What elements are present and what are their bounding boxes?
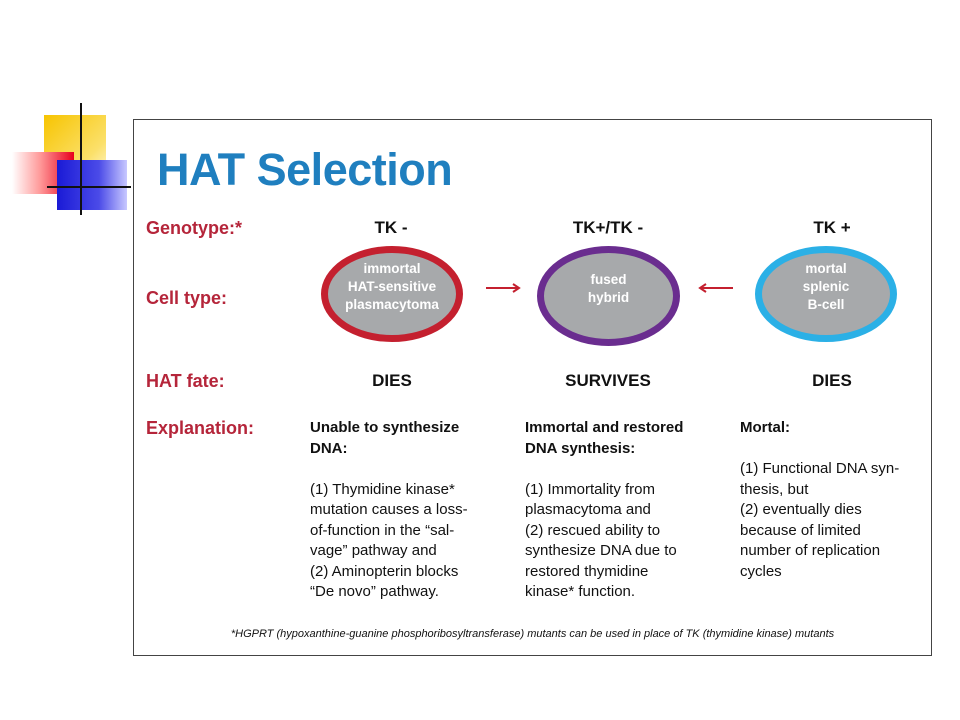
cell-left-line-2: HAT-sensitive (347, 279, 437, 294)
explanation-label: Explanation: (146, 418, 255, 438)
explanation-middle-head: Immortal and restored DNA synthesis: (525, 419, 684, 457)
explanation-middle-line: plasmacytoma and (525, 501, 651, 518)
explanation-middle-line: (2) rescued ability to (525, 521, 661, 539)
genotype-left: TK - (374, 218, 408, 237)
hat-fate-label: HAT fate: (146, 371, 225, 391)
arrow-left-icon (698, 283, 733, 293)
decor-vertical-line (80, 103, 82, 215)
explanation-middle-line: kinase* function. (525, 583, 636, 600)
explanation-middle: Immortal and restored DNA synthesis: (1)… (525, 418, 725, 603)
cell-right-line-1: mortal (805, 261, 847, 276)
explanation-left: Unable to synthesize DNA: (1) Thymidine … (310, 418, 510, 603)
cell-right-line-2: splenic (802, 279, 850, 294)
explanation-right-line: (2) eventually dies (740, 501, 862, 518)
cell-middle-line-2: hybrid (587, 290, 630, 305)
explanation-right-line: cycles (740, 562, 782, 580)
cell-type-label: Cell type: (146, 288, 228, 308)
hat-selection-figure: HAT Selection Genotype:* Cell type: HAT … (133, 119, 932, 656)
cell-right-line-3: B-cell (807, 297, 845, 312)
fate-right: DIES (812, 371, 852, 390)
explanation-left-line: (1) Thymidine kinase* (310, 480, 455, 498)
genotype-right: TK + (813, 218, 851, 237)
decor-horizontal-line (47, 186, 131, 188)
footnote: *HGPRT (hypoxanthine-guanine phosphoribo… (230, 628, 835, 640)
cell-fused-hybrid: fused hybrid (537, 246, 680, 346)
cell-plasmacytoma: immortal HAT-sensitive plasmacytoma (321, 246, 463, 342)
explanation-left-line: vage” pathway and (310, 542, 437, 559)
cell-left-line-3: plasmacytoma (345, 297, 439, 312)
figure-title: HAT Selection (157, 144, 453, 195)
explanation-right-head: Mortal: (740, 419, 790, 436)
arrow-right-icon (486, 283, 521, 293)
explanation-right-line: thesis, but (740, 480, 809, 498)
explanation-left-line: of-function in the “sal- (310, 521, 455, 539)
fate-left: DIES (372, 371, 412, 390)
explanation-right-line: because of limited (740, 521, 861, 539)
genotype-label: Genotype:* (146, 218, 243, 238)
explanation-left-head: Unable to synthesize DNA: (310, 419, 460, 457)
explanation-left-line: “De novo” pathway. (310, 583, 439, 600)
explanation-middle-line: (1) Immortality from (525, 480, 656, 498)
explanation-right-line: (1) Functional DNA syn- (740, 460, 900, 477)
cell-left-line-1: immortal (363, 261, 421, 276)
explanation-left-line: (2) Aminopterin blocks (310, 562, 459, 580)
genotype-middle: TK+/TK - (572, 218, 644, 237)
explanation-right-line: number of replication (740, 542, 881, 559)
cell-splenic-b-cell: mortal splenic B-cell (755, 246, 897, 342)
fate-middle: SURVIVES (565, 371, 651, 390)
cell-middle-line-1: fused (590, 272, 627, 287)
explanation-middle-line: restored thymidine (525, 562, 649, 580)
explanation-right: Mortal: (1) Functional DNA syn- thesis, … (740, 418, 940, 582)
decor-blue-square (57, 160, 127, 210)
explanation-middle-line: synthesize DNA due to (525, 542, 677, 559)
explanation-left-line: mutation causes a loss- (310, 501, 468, 518)
